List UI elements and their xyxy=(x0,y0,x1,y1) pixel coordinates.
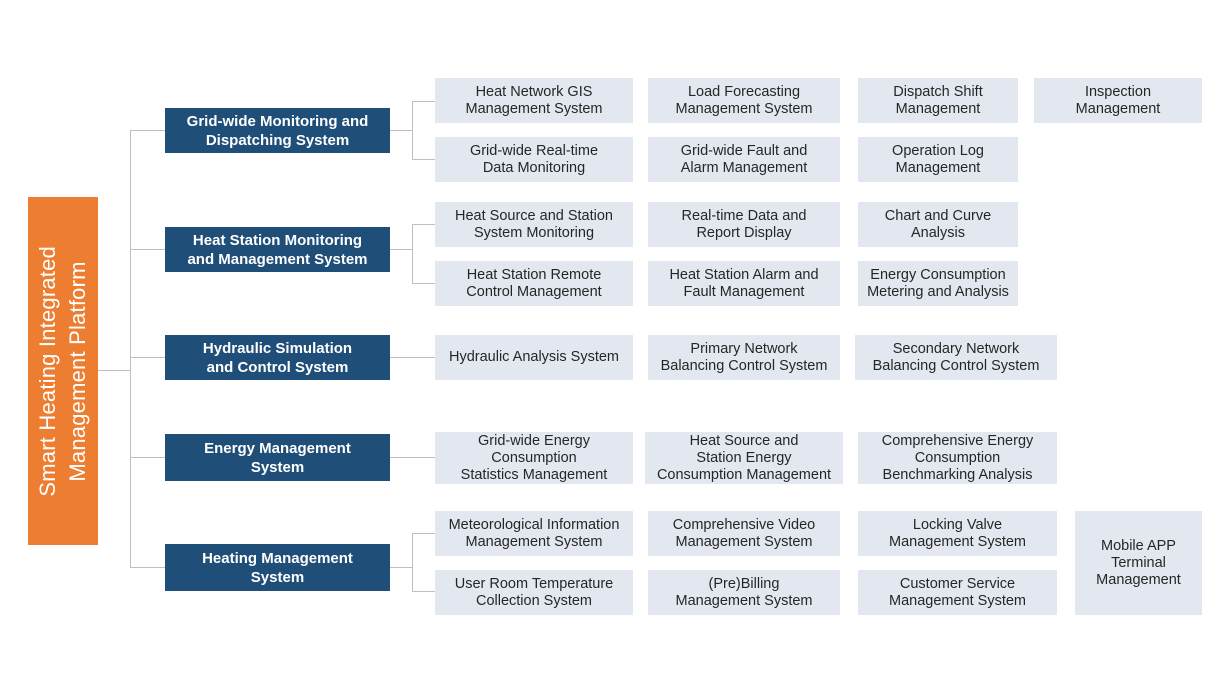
connector-branch-2-row-2 xyxy=(412,283,435,284)
connector-trunk-to-branch-1 xyxy=(130,130,165,131)
connector-branch-3-stub xyxy=(390,357,435,358)
branch-node-energy-management-system[interactable]: Energy Management System xyxy=(165,434,390,481)
leaf-node-load-forecasting-management-system[interactable]: Load Forecasting Management System xyxy=(648,78,840,123)
leaf-node-real-time-data-and-report-display[interactable]: Real-time Data and Report Display xyxy=(648,202,840,247)
leaf-node-label: Heat Station Alarm and Fault Management xyxy=(669,266,819,300)
leaf-node-energy-consumption-metering-and-analysis[interactable]: Energy Consumption Metering and Analysis xyxy=(858,261,1018,306)
leaf-node-heat-network-gis-management-system[interactable]: Heat Network GIS Management System xyxy=(435,78,633,123)
leaf-node-label: Heat Station Remote Control Management xyxy=(466,266,602,300)
connector-branch-4-stub xyxy=(390,457,435,458)
leaf-node-label: Comprehensive Video Management System xyxy=(672,516,816,550)
branch-node-label: Heat Station Monitoring and Management S… xyxy=(187,231,368,268)
leaf-node-label: Inspection Management xyxy=(1075,83,1161,117)
connector-branch-2-vertical xyxy=(412,224,413,283)
leaf-node-label: Mobile APP Terminal Management xyxy=(1096,537,1181,588)
leaf-node-label: Locking Valve Management System xyxy=(888,516,1026,550)
leaf-node-grid-wide-energy-consumption-statistics-management[interactable]: Grid-wide Energy Consumption Statistics … xyxy=(435,432,633,484)
connector-branch-5-stub xyxy=(390,567,413,568)
branch-node-label: Heating Management System xyxy=(202,549,353,586)
branch-node-heat-station-monitoring-and-management-system[interactable]: Heat Station Monitoring and Management S… xyxy=(165,227,390,272)
leaf-node-comprehensive-video-management-system[interactable]: Comprehensive Video Management System xyxy=(648,511,840,556)
connector-branch-5-row-2 xyxy=(412,591,435,592)
leaf-node-heat-source-and-station-energy-consumption-management[interactable]: Heat Source and Station Energy Consumpti… xyxy=(645,432,843,484)
leaf-node-mobile-app-terminal-management[interactable]: Mobile APP Terminal Management xyxy=(1075,511,1202,615)
connector-branch-1-stub xyxy=(390,130,413,131)
leaf-node-label: Hydraulic Analysis System xyxy=(448,349,620,365)
leaf-node-comprehensive-energy-consumption-benchmarking-analysis[interactable]: Comprehensive Energy Consumption Benchma… xyxy=(858,432,1057,484)
leaf-node-locking-valve-management-system[interactable]: Locking Valve Management System xyxy=(858,511,1057,556)
root-node-smart-heating-platform[interactable]: Smart Heating Integrated Management Plat… xyxy=(28,197,98,545)
leaf-node-grid-wide-real-time-data-monitoring[interactable]: Grid-wide Real-time Data Monitoring xyxy=(435,137,633,182)
leaf-node-pre-billing-management-system[interactable]: (Pre)Billing Management System xyxy=(648,570,840,615)
branch-node-hydraulic-simulation-and-control-system[interactable]: Hydraulic Simulation and Control System xyxy=(165,335,390,380)
leaf-node-primary-network-balancing-control-system[interactable]: Primary Network Balancing Control System xyxy=(648,335,840,380)
connector-root-stub xyxy=(98,370,131,371)
connector-trunk-to-branch-4 xyxy=(130,457,165,458)
connector-branch-2-row-1 xyxy=(412,224,435,225)
leaf-node-label: Customer Service Management System xyxy=(888,575,1026,609)
leaf-node-label: Heat Source and Station System Monitorin… xyxy=(455,207,613,241)
connector-branch-1-row-1 xyxy=(412,101,435,102)
leaf-node-label: Grid-wide Fault and Alarm Management xyxy=(680,142,808,176)
leaf-node-label: User Room Temperature Collection System xyxy=(454,575,614,609)
leaf-node-dispatch-shift-management[interactable]: Dispatch Shift Management xyxy=(858,78,1018,123)
leaf-node-label: Primary Network Balancing Control System xyxy=(660,340,828,374)
branch-node-label: Energy Management System xyxy=(204,439,351,476)
connector-trunk-to-branch-3 xyxy=(130,357,165,358)
branch-node-grid-wide-monitoring-and-dispatching-system[interactable]: Grid-wide Monitoring and Dispatching Sys… xyxy=(165,108,390,153)
leaf-node-label: Energy Consumption Metering and Analysis xyxy=(867,266,1009,300)
leaf-node-label: Secondary Network Balancing Control Syst… xyxy=(872,340,1040,374)
leaf-node-heat-station-alarm-and-fault-management[interactable]: Heat Station Alarm and Fault Management xyxy=(648,261,840,306)
leaf-node-label: Heat Network GIS Management System xyxy=(465,83,603,117)
branch-node-label: Grid-wide Monitoring and Dispatching Sys… xyxy=(186,112,369,149)
leaf-node-label: Real-time Data and Report Display xyxy=(681,207,807,241)
leaf-node-label: (Pre)Billing Management System xyxy=(675,575,813,609)
leaf-node-customer-service-management-system[interactable]: Customer Service Management System xyxy=(858,570,1057,615)
leaf-node-label: Meteorological Information Management Sy… xyxy=(448,516,620,550)
leaf-node-user-room-temperature-collection-system[interactable]: User Room Temperature Collection System xyxy=(435,570,633,615)
leaf-node-inspection-management[interactable]: Inspection Management xyxy=(1034,78,1202,123)
leaf-node-chart-and-curve-analysis[interactable]: Chart and Curve Analysis xyxy=(858,202,1018,247)
connector-branch-5-row-1 xyxy=(412,533,435,534)
connector-branch-2-stub xyxy=(390,249,413,250)
leaf-node-heat-station-remote-control-management[interactable]: Heat Station Remote Control Management xyxy=(435,261,633,306)
branch-node-label: Hydraulic Simulation and Control System xyxy=(202,339,353,376)
leaf-node-meteorological-information-management-system[interactable]: Meteorological Information Management Sy… xyxy=(435,511,633,556)
leaf-node-label: Dispatch Shift Management xyxy=(893,83,983,117)
leaf-node-secondary-network-balancing-control-system[interactable]: Secondary Network Balancing Control Syst… xyxy=(855,335,1057,380)
connector-branch-1-vertical xyxy=(412,101,413,159)
leaf-node-grid-wide-fault-and-alarm-management[interactable]: Grid-wide Fault and Alarm Management xyxy=(648,137,840,182)
connector-trunk-to-branch-5 xyxy=(130,567,165,568)
leaf-node-label: Grid-wide Real-time Data Monitoring xyxy=(469,142,599,176)
leaf-node-label: Grid-wide Energy Consumption Statistics … xyxy=(460,432,608,483)
connector-trunk xyxy=(130,130,131,568)
connector-branch-1-row-2 xyxy=(412,159,435,160)
leaf-node-label: Chart and Curve Analysis xyxy=(884,207,992,241)
root-node-label: Smart Heating Integrated Management Plat… xyxy=(35,245,90,497)
leaf-node-operation-log-management[interactable]: Operation Log Management xyxy=(858,137,1018,182)
leaf-node-label: Comprehensive Energy Consumption Benchma… xyxy=(881,432,1034,483)
branch-node-heating-management-system[interactable]: Heating Management System xyxy=(165,544,390,591)
leaf-node-heat-source-and-station-system-monitoring[interactable]: Heat Source and Station System Monitorin… xyxy=(435,202,633,247)
connector-trunk-to-branch-2 xyxy=(130,249,165,250)
connector-branch-5-vertical xyxy=(412,533,413,591)
leaf-node-hydraulic-analysis-system[interactable]: Hydraulic Analysis System xyxy=(435,335,633,380)
leaf-node-label: Operation Log Management xyxy=(892,142,984,176)
leaf-node-label: Heat Source and Station Energy Consumpti… xyxy=(656,432,832,483)
leaf-node-label: Load Forecasting Management System xyxy=(675,83,813,117)
